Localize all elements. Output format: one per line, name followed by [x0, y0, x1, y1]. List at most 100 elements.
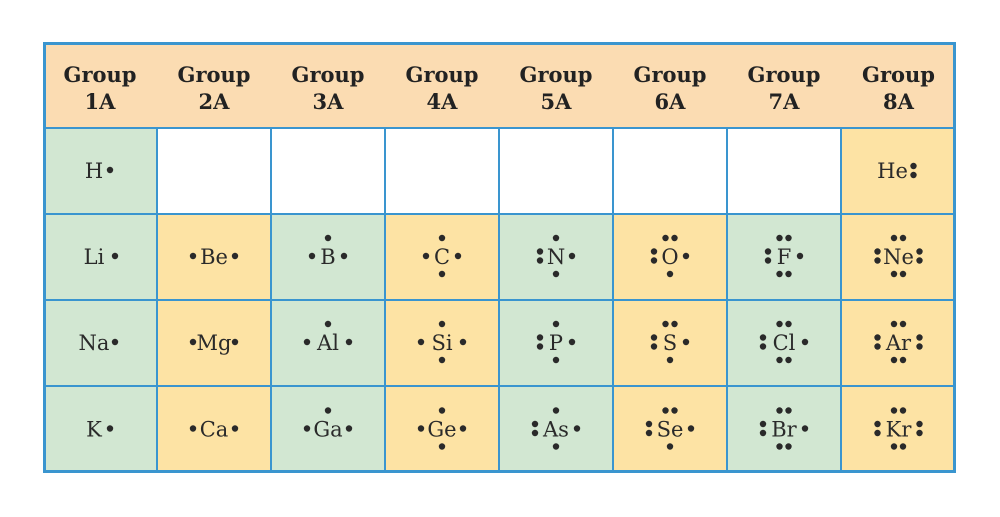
valence-electron-dot [666, 270, 674, 278]
group-header-line1: Group [634, 62, 707, 87]
valence-electron-dot [785, 320, 792, 328]
valence-electron-dot [438, 234, 446, 242]
valence-electron-dot [890, 356, 898, 364]
element-cell-ne [841, 214, 956, 300]
empty-cell [271, 128, 385, 214]
element-cell-cl [727, 300, 841, 386]
valence-electron-dot [531, 429, 539, 437]
valence-electron-dot [687, 425, 695, 432]
valence-electron-dot [417, 338, 425, 346]
valence-electron-dot [340, 252, 348, 260]
valence-electron-dot [645, 420, 653, 428]
valence-electron-dot [645, 429, 653, 437]
group-header-line2: 3A [313, 89, 345, 114]
valence-electron-dot [454, 252, 462, 260]
valence-electron-dot [776, 443, 783, 450]
element-cell-na [43, 300, 157, 386]
valence-electron-dot [890, 270, 898, 278]
valence-electron-dot [916, 248, 923, 255]
element-cell-h [43, 128, 157, 214]
valence-electron-dot [759, 429, 767, 437]
element-symbol: Br [771, 418, 797, 442]
valence-electron-dot [438, 320, 446, 328]
valence-electron-dot [890, 443, 898, 450]
element-cell-c [385, 214, 499, 300]
valence-electron-dot [666, 443, 674, 450]
element-cell-ga [271, 386, 385, 473]
valence-electron-dot [568, 252, 576, 260]
valence-electron-dot [776, 270, 783, 278]
valence-electron-dot [671, 320, 678, 328]
valence-electron-dot [764, 257, 772, 264]
element-symbol: B [320, 245, 335, 269]
element-cell-ar [841, 300, 956, 386]
valence-electron-dot [231, 338, 239, 346]
element-cell-mg [157, 300, 271, 386]
valence-electron-dot [438, 443, 446, 450]
valence-electron-dot [910, 171, 917, 179]
valence-electron-dot [650, 248, 658, 255]
valence-electron-dot [796, 252, 804, 260]
element-symbol: Ca [200, 418, 229, 442]
valence-electron-dot [438, 407, 446, 414]
valence-electron-dot [231, 252, 239, 260]
valence-electron-dot [189, 252, 197, 260]
header-background [43, 42, 956, 128]
element-symbol: S [663, 331, 677, 355]
valence-electron-dot [552, 234, 560, 242]
group-header-line1: Group [520, 62, 593, 87]
element-cell-he [841, 128, 956, 214]
valence-electron-dot [759, 420, 767, 428]
valence-electron-dot [324, 234, 332, 242]
valence-electron-dot [916, 429, 923, 437]
valence-electron-dot [552, 320, 560, 328]
valence-electron-dot [459, 425, 467, 432]
valence-electron-dot [682, 252, 690, 260]
element-cell-k [43, 386, 157, 473]
valence-electron-dot [899, 234, 907, 242]
valence-electron-dot [890, 234, 898, 242]
valence-electron-dot [916, 420, 923, 428]
element-symbol: F [777, 245, 792, 269]
element-cell-n [499, 214, 613, 300]
element-cell-o [613, 214, 727, 300]
valence-electron-dot [438, 356, 446, 364]
lewis-dot-table: Group1AGroup2AGroup3AGroup4AGroup5AGroup… [43, 42, 956, 473]
valence-electron-dot [531, 420, 539, 428]
empty-cell [157, 128, 271, 214]
valence-electron-dot [916, 257, 923, 264]
group-header-line1: Group [178, 62, 251, 87]
header-row: Group1AGroup2AGroup3AGroup4AGroup5AGroup… [43, 42, 956, 128]
valence-electron-dot [106, 425, 114, 432]
element-symbol: H [85, 159, 103, 183]
valence-electron-dot [662, 234, 669, 242]
valence-electron-dot [671, 407, 678, 414]
valence-electron-dot [776, 320, 783, 328]
valence-electron-dot [308, 252, 316, 260]
valence-electron-dot [536, 343, 544, 350]
valence-electron-dot [776, 234, 783, 242]
element-symbol: Al [316, 331, 339, 355]
element-symbol: K [86, 418, 102, 442]
valence-electron-dot [106, 166, 114, 174]
element-cell-kr [841, 386, 956, 473]
valence-electron-dot [916, 334, 923, 341]
group-header-line2: 4A [427, 89, 459, 114]
valence-electron-dot [650, 257, 658, 264]
group-header-line2: 2A [199, 89, 231, 114]
group-header-line1: Group [748, 62, 821, 87]
element-symbol: Cl [773, 331, 796, 355]
valence-electron-dot [785, 234, 792, 242]
valence-electron-dot [801, 338, 809, 346]
element-cell-se [613, 386, 727, 473]
valence-electron-dot [759, 334, 767, 341]
valence-electron-dot [890, 320, 898, 328]
valence-electron-dot [189, 338, 197, 346]
valence-electron-dot [874, 334, 881, 341]
element-symbol: Ne [883, 245, 914, 269]
group-header-line1: Group [406, 62, 479, 87]
group-header-line1: Group [292, 62, 365, 87]
group-header-line1: Group [64, 62, 137, 87]
valence-electron-dot [899, 407, 907, 414]
valence-electron-dot [890, 407, 898, 414]
